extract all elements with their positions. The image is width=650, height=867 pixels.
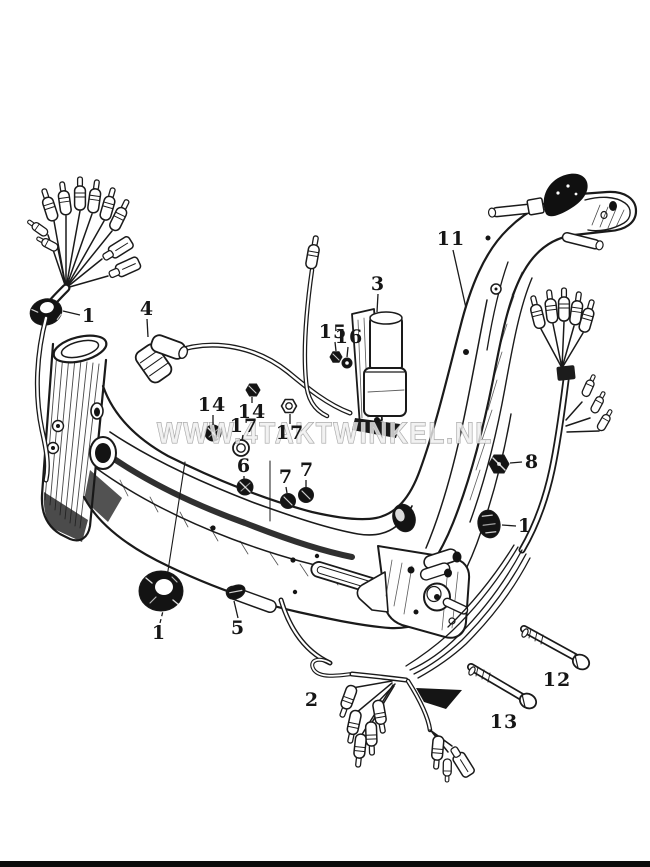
callout-leader-4 [146,318,149,338]
callout-label-14: 14 [198,394,226,416]
tube-hatching [44,351,100,529]
grommet-install-line [166,461,186,578]
callout-label-1: 1 [82,305,96,327]
tube-opening [52,334,108,364]
callout-label-1: 1 [152,622,166,644]
watermark-text: WWW.4TAKTWINKEL.NL [157,417,493,450]
callout-label-6: 6 [237,455,251,477]
callout-label-11: 11 [437,228,465,250]
tube-bottom-shading [43,492,88,542]
callout-label-2: 2 [305,689,319,711]
callout-leader-17 [241,434,244,441]
harness-tape-band [556,365,576,381]
callout-leader-3 [376,293,379,313]
callout-label-7: 7 [279,466,293,488]
callout-label-7: 7 [300,459,314,481]
callout-leader-1 [62,310,81,316]
callout-leader-1 [159,610,164,624]
frame-rear-tail [487,173,631,251]
bottom-wire-harness [278,597,477,783]
callout-label-5: 5 [231,617,245,639]
callout-label-1: 1 [518,515,532,537]
callout-label-16: 16 [335,326,363,348]
steering-head-tube [40,334,122,542]
callout-leader-7 [285,486,288,494]
gusset-shading [84,470,122,522]
spine-hatching [469,271,523,501]
part-12-bolt [520,625,591,671]
callout-label-3: 3 [371,273,385,295]
bracket-shadow-wedge [416,688,462,709]
part-5-clip [226,584,246,600]
callout-label-4: 4 [140,298,154,320]
spark-plug-cap [134,334,353,416]
seat-hook-tongue [543,173,588,217]
part-17-ring [232,439,250,457]
coil-base-bracket [352,418,400,438]
rear-stud-right [561,231,604,251]
callout-label-14: 14 [238,401,266,423]
left-wire-harness [25,176,143,483]
right-wire-harness [405,287,616,679]
part-1-grommet-bottom [138,570,184,612]
grommet-part1-top [29,298,63,326]
spine-oval-hole [392,503,416,533]
frame-channel-line [109,431,413,536]
callout-leader-11 [452,249,467,309]
part-17-hex-washer [280,398,298,414]
harness-sweep-wires [405,544,531,679]
callout-label-15: 15 [319,321,347,343]
callout-leader-16 [346,346,349,358]
callout-label-17: 17 [230,415,258,437]
callout-label-13: 13 [490,711,518,733]
scan-edge-bar [0,861,650,867]
fasteners-and-small-parts [138,351,591,710]
callout-leader-15 [334,341,337,352]
callout-label-17: 17 [276,422,304,444]
callout-leader-1 [501,524,517,527]
frame-dark-band [101,449,355,560]
callout-leader-8 [509,461,523,464]
part-1-grommet-mid [477,509,501,539]
callout-label-12: 12 [543,669,571,691]
callout-label-8: 8 [525,451,539,473]
part-13-bolt [467,663,538,710]
harness-wires [47,210,113,289]
frame-body [40,173,638,709]
engine-bracket [356,545,471,709]
callout-leader-5 [233,600,239,619]
ignition-coil [302,234,407,438]
